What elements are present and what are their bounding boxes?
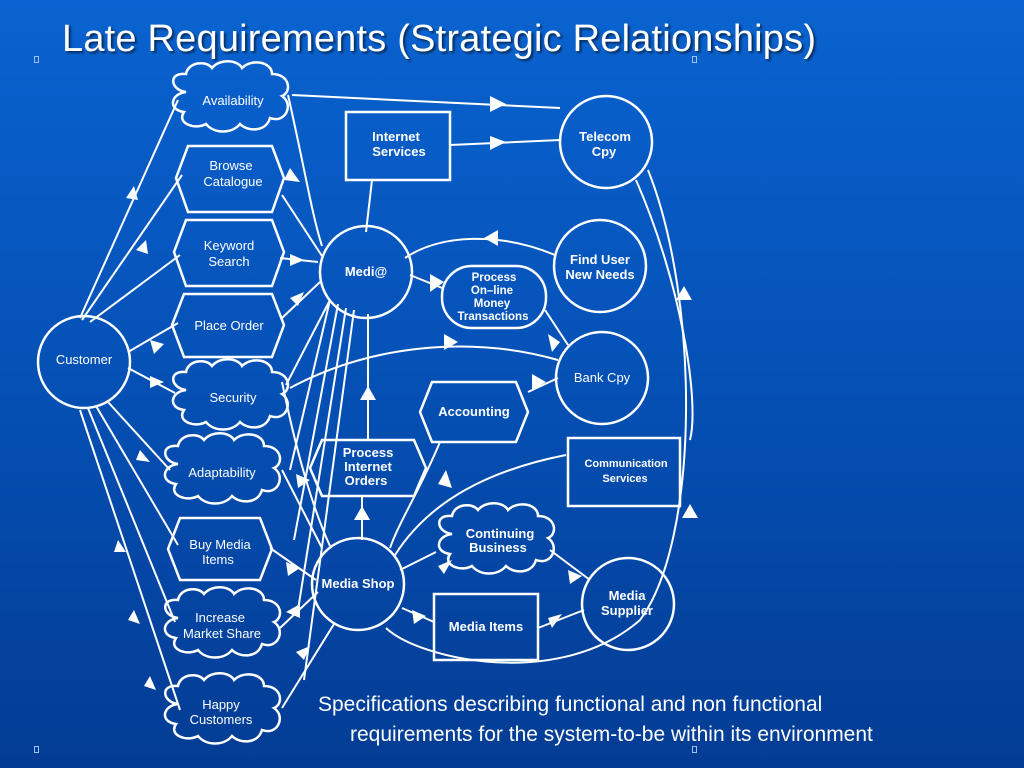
arrowheads xyxy=(114,96,698,690)
increase-market-share-label-1: Increase xyxy=(195,610,245,625)
browse-catalogue-label-2: Catalogue xyxy=(203,174,262,189)
availability-label: Availability xyxy=(202,93,264,108)
process-internet-orders-label-2: Internet xyxy=(344,459,392,474)
buy-media-items-label-2: Items xyxy=(202,552,234,567)
adaptability-label: Adaptability xyxy=(188,465,256,480)
caption-line-2: requirements for the system-to-be within… xyxy=(350,723,873,746)
browse-catalogue-task xyxy=(174,144,286,214)
communication-services-label-2: Services xyxy=(602,473,647,485)
page-title: Late Requirements (Strategic Relationshi… xyxy=(62,18,817,60)
medi-actor xyxy=(318,224,414,320)
keyword-search-label-2: Search xyxy=(208,254,249,269)
internet-services-resource xyxy=(344,110,452,182)
keyword-search-task xyxy=(172,218,286,288)
increase-market-share-cloud xyxy=(163,586,282,659)
security-cloud xyxy=(171,358,290,431)
communication-services-label-1: Communication xyxy=(584,458,667,470)
telecom-label-2: Cpy xyxy=(592,144,617,159)
process-internet-orders-task xyxy=(308,438,428,498)
process-online-money-label-4: Transactions xyxy=(458,311,529,323)
keyword-search-label-1: Keyword xyxy=(204,238,255,253)
customer-label: Customer xyxy=(56,352,113,367)
internet-services-label-1: Internet xyxy=(372,129,420,144)
process-internet-orders-label-1: Process xyxy=(343,445,394,460)
media-shop-actor xyxy=(310,536,406,632)
find-user-actor xyxy=(552,218,648,314)
internet-services-label-2: Services xyxy=(372,144,426,159)
process-online-money-label-1: Process xyxy=(472,272,517,284)
media-supplier-label-1: Media xyxy=(609,588,647,603)
happy-customers-label-1: Happy xyxy=(202,697,240,712)
caption-line-1: Specifications describing functional and… xyxy=(318,693,823,716)
accounting-task xyxy=(418,380,530,444)
place-order-label: Place Order xyxy=(194,318,264,333)
media-supplier-label-2: Supplier xyxy=(601,603,653,618)
placeholder-marker xyxy=(692,746,697,753)
bank-label: Bank Cpy xyxy=(574,370,631,385)
buy-media-items-label-1: Buy Media xyxy=(189,537,251,552)
caption: Specifications describing functional and… xyxy=(318,690,1018,750)
media-shop-label: Media Shop xyxy=(322,576,395,591)
process-online-money-task xyxy=(440,264,548,330)
process-online-money-label-3: Money xyxy=(474,298,511,310)
continuing-business-label-1: Continuing xyxy=(466,526,535,541)
communication-services-resource xyxy=(566,436,682,508)
bank-actor xyxy=(554,330,650,426)
find-user-label-2: New Needs xyxy=(565,267,634,282)
continuing-business-label-2: Business xyxy=(469,540,527,555)
browse-catalogue-label-1: Browse xyxy=(209,158,252,173)
availability-cloud xyxy=(171,60,290,133)
adaptability-cloud xyxy=(163,432,282,505)
media-items-resource xyxy=(432,592,540,662)
placeholder-marker xyxy=(692,56,697,63)
accounting-label: Accounting xyxy=(438,404,510,419)
increase-market-share-label-2: Market Share xyxy=(183,626,261,641)
media-items-label: Media Items xyxy=(449,619,523,634)
place-order-task xyxy=(170,292,286,359)
telecom-actor xyxy=(558,94,654,190)
process-internet-orders-label-3: Orders xyxy=(345,473,388,488)
medi-label: Medi@ xyxy=(345,264,387,279)
placeholder-marker xyxy=(34,746,39,753)
buy-media-items-task xyxy=(166,516,274,582)
placeholder-marker xyxy=(34,56,39,63)
dependency-links xyxy=(79,94,694,711)
continuing-business-cloud xyxy=(437,502,556,575)
happy-customers-label-2: Customers xyxy=(190,712,253,727)
telecom-label-1: Telecom xyxy=(579,129,631,144)
customer-actor xyxy=(36,314,132,410)
media-supplier-actor xyxy=(580,556,676,652)
find-user-label-1: Find User xyxy=(570,252,630,267)
happy-customers-cloud xyxy=(163,672,282,745)
security-label: Security xyxy=(210,390,257,405)
process-online-money-label-2: On–line xyxy=(471,285,513,297)
